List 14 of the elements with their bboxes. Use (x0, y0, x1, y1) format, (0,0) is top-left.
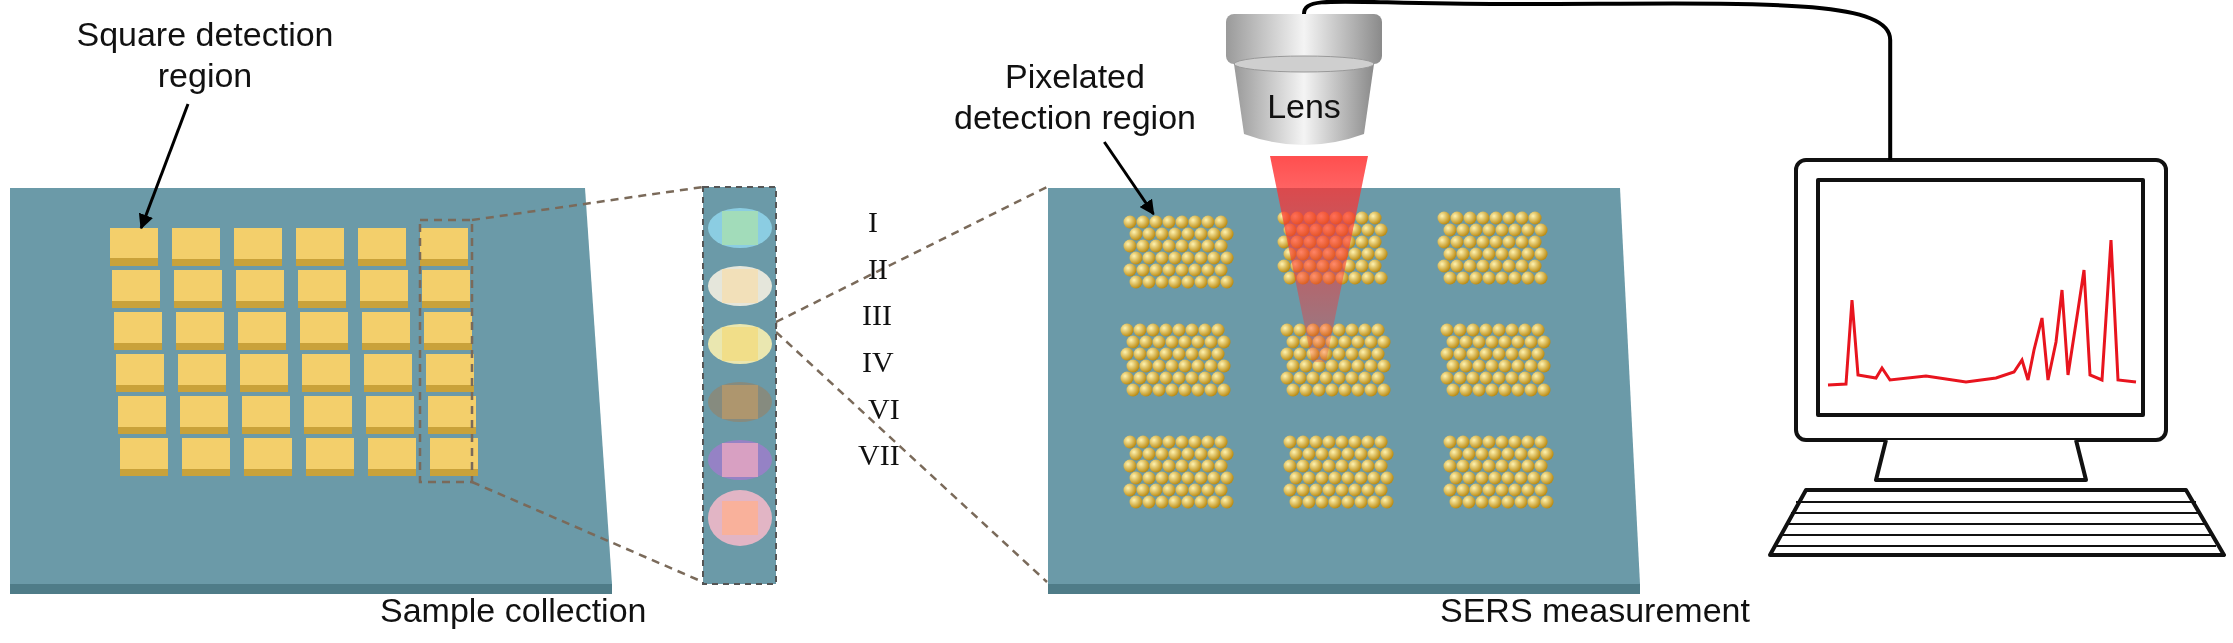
callout-label: Pixelated detection region (935, 56, 1215, 142)
panel-caption: SERS measurement (1440, 590, 1750, 631)
sample-number: VI (868, 392, 900, 426)
sample-number: II (868, 252, 888, 286)
sample-number: I (868, 205, 878, 239)
detection-square (110, 228, 158, 266)
sample-number: III (862, 298, 892, 332)
nanoparticle-array (1122, 214, 1234, 286)
arrow (138, 103, 190, 230)
arrow (1103, 141, 1155, 216)
sample-number: VII (858, 438, 900, 472)
panel-caption: Sample collection (380, 590, 647, 631)
callout-label: Square detection region (60, 14, 350, 104)
sample-number: IV (862, 345, 894, 379)
